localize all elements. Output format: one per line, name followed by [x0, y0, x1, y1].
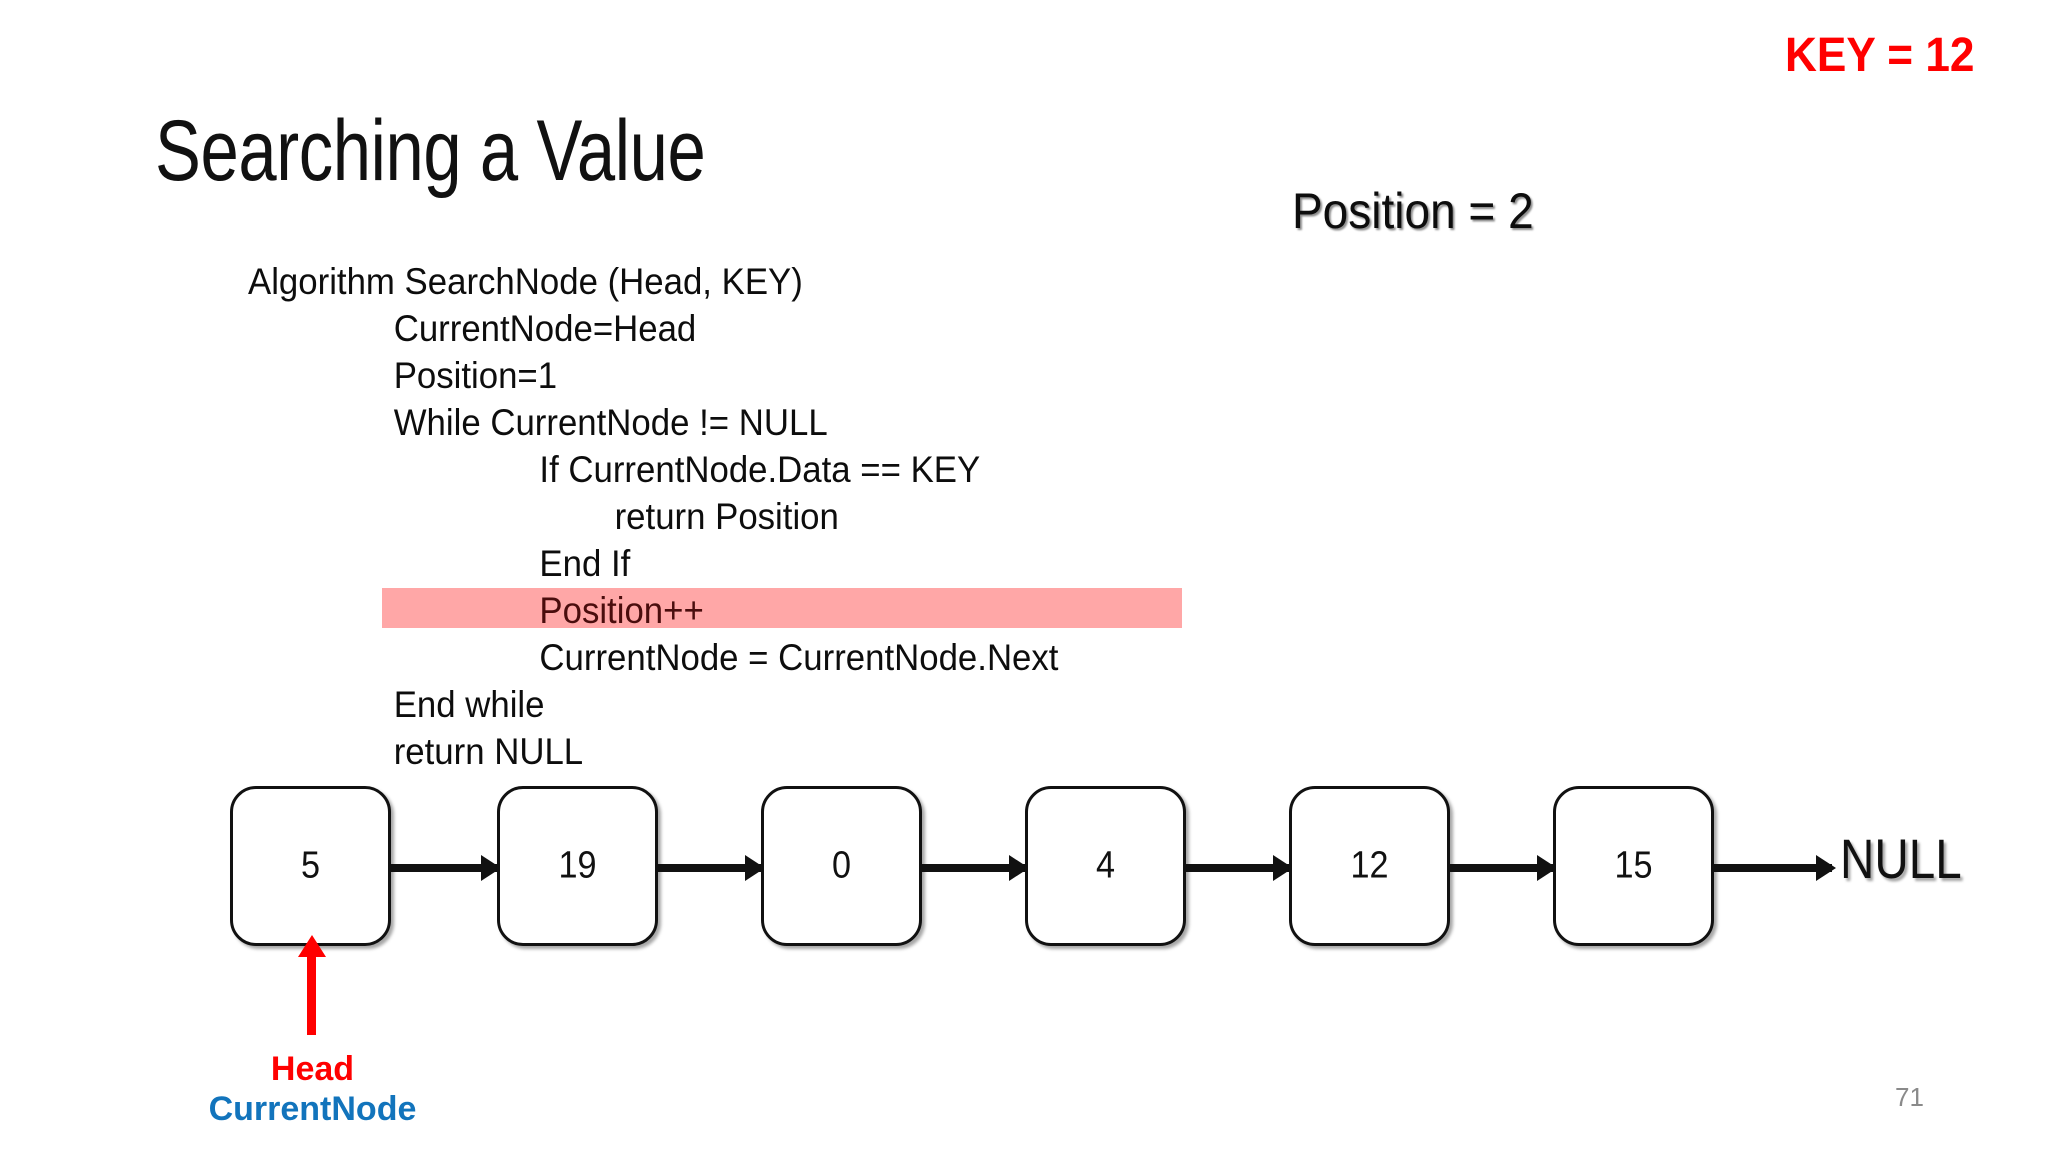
code-line: End If — [539, 543, 631, 584]
list-node: 4 — [1025, 786, 1186, 946]
list-node: 5 — [230, 786, 391, 946]
code-line: Algorithm SearchNode (Head, KEY) — [248, 261, 803, 302]
code-line: Position=1 — [393, 355, 558, 396]
position-annotation: Position = 2 — [1292, 183, 1534, 239]
code-line: CurrentNode=Head — [393, 308, 697, 349]
list-node: 0 — [761, 786, 922, 946]
next-pointer-arrow — [1450, 864, 1553, 872]
node-value: 15 — [1614, 844, 1653, 887]
next-pointer-arrow — [1186, 864, 1289, 872]
next-pointer-arrow — [391, 864, 497, 872]
list-node: 15 — [1553, 786, 1714, 946]
head-pointer-arrow-icon — [307, 955, 316, 1035]
code-line-highlighted: Position++ — [539, 590, 704, 631]
linked-list-diagram: 5 19 0 4 12 15 NULL — [0, 786, 2048, 956]
code-line: CurrentNode = CurrentNode.Next — [539, 637, 1059, 678]
node-value: 12 — [1350, 844, 1389, 887]
list-node: 19 — [497, 786, 658, 946]
code-highlight-bar — [382, 588, 1182, 628]
algorithm-block: Algorithm SearchNode (Head, KEY) Current… — [248, 258, 1448, 775]
key-annotation: KEY = 12 — [1785, 29, 1975, 82]
currentnode-pointer-label: CurrentNode — [208, 1090, 417, 1128]
list-node: 12 — [1289, 786, 1450, 946]
code-line: End while — [393, 684, 545, 725]
code-line: While CurrentNode != NULL — [393, 402, 828, 443]
page-number: 71 — [1895, 1082, 1924, 1112]
node-value: 0 — [831, 844, 852, 887]
head-pointer-label: Head — [270, 1050, 355, 1088]
node-value: 19 — [558, 844, 597, 887]
null-pointer-arrow — [1714, 864, 1832, 872]
next-pointer-arrow — [922, 864, 1025, 872]
code-line: return Position — [614, 496, 839, 537]
null-terminator-label: NULL — [1840, 827, 1962, 890]
code-line: If CurrentNode.Data == KEY — [539, 449, 981, 490]
node-value: 4 — [1095, 844, 1116, 887]
page-title: Searching a Value — [155, 103, 706, 199]
next-pointer-arrow — [658, 864, 761, 872]
node-value: 5 — [300, 844, 321, 887]
code-line: return NULL — [393, 731, 584, 772]
